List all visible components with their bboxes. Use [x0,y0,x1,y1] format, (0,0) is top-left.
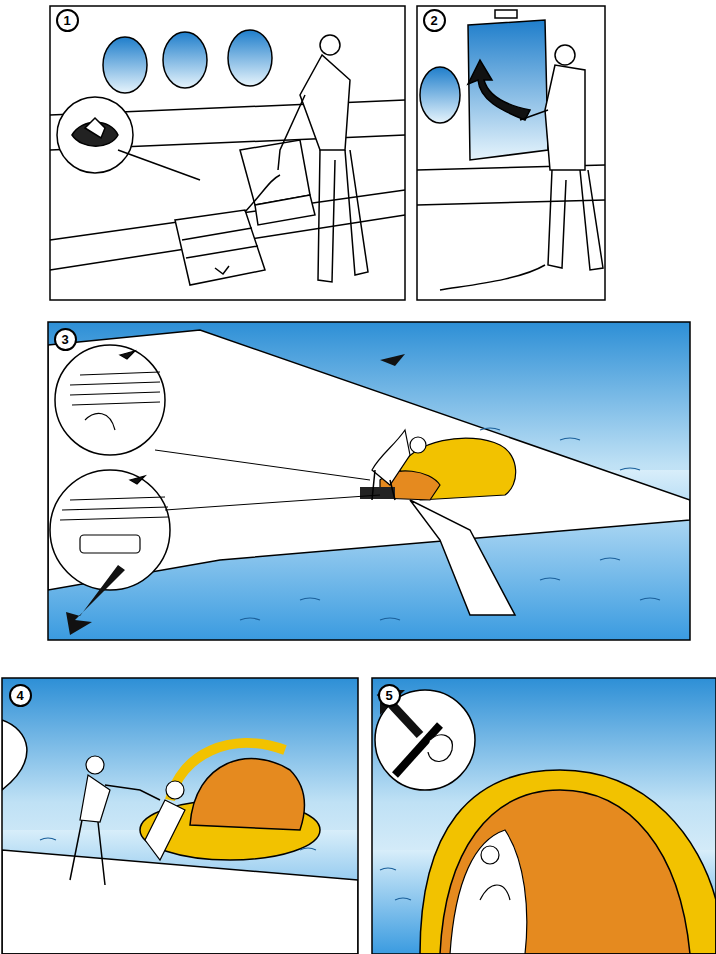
callout-number: 1 [63,14,70,27]
callout-circle: 2 [423,9,446,32]
panel-two [417,6,605,300]
panel-four [2,678,358,954]
callout-number: 2 [430,14,437,27]
panel-five [372,678,716,954]
panel-one [50,6,405,300]
callout-number: 4 [16,689,23,702]
callout-circle: 5 [378,684,401,707]
panel-three [48,322,690,640]
callout-circle: 4 [9,684,32,707]
callout-number: 3 [61,333,68,346]
callout-circle: 1 [56,9,79,32]
callout-circle: 3 [54,328,77,351]
callout-number: 5 [385,689,392,702]
